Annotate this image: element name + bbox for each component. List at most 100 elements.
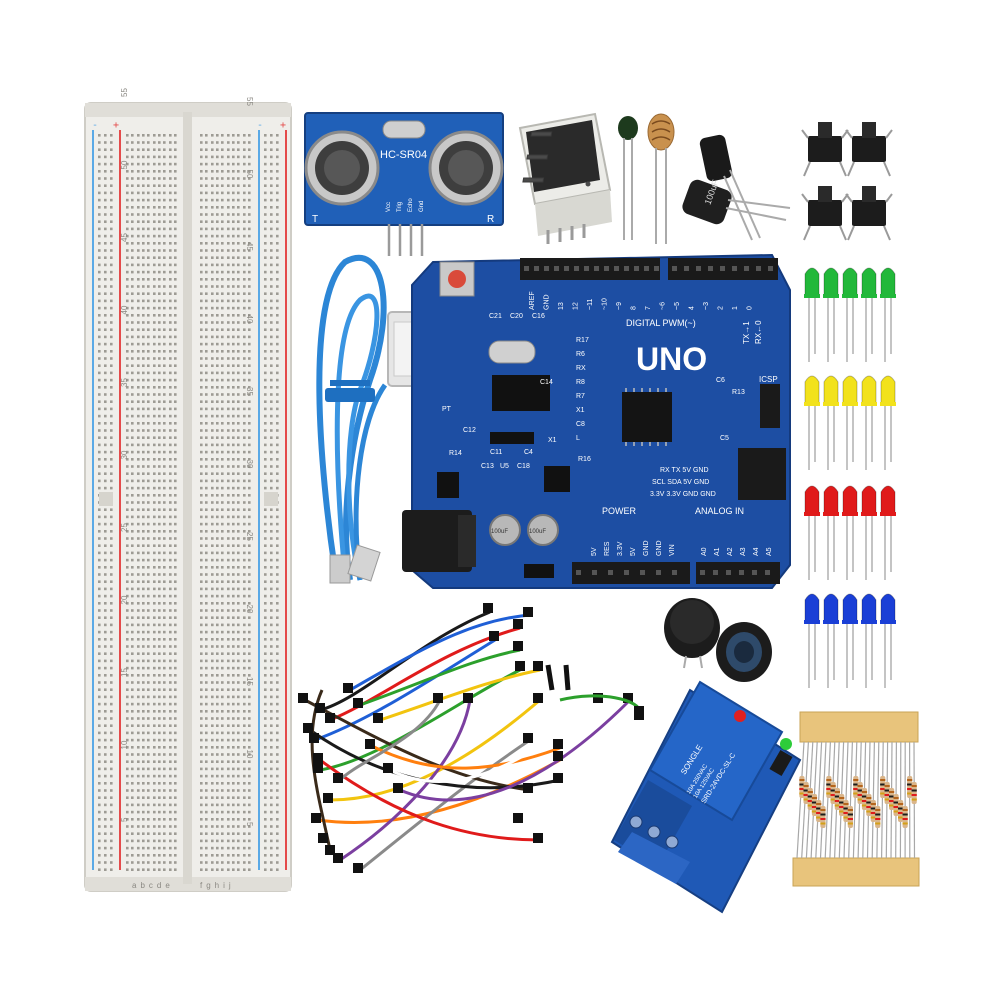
wire-connector bbox=[483, 603, 493, 613]
ultrasonic-sensor: HC-SR04 T R Vcc Trig Echo Gnd bbox=[304, 112, 504, 256]
sensor-t-label: T bbox=[312, 214, 318, 225]
digital-pin-label: 7 bbox=[645, 306, 652, 310]
board-clip bbox=[99, 492, 113, 506]
rail-minus-symbol-right: - bbox=[257, 120, 263, 131]
resistor bbox=[819, 741, 827, 859]
jumper-wire bbox=[339, 699, 472, 862]
resistor bbox=[852, 741, 859, 859]
resistor bbox=[843, 741, 849, 859]
wire-connector bbox=[623, 693, 633, 703]
analog-pin-label: A1 bbox=[714, 547, 721, 556]
digital-pin-label: ~10 bbox=[602, 298, 609, 310]
resistor bbox=[834, 741, 840, 859]
blue-led bbox=[842, 593, 858, 688]
wire-connector bbox=[313, 753, 323, 763]
tactile-button bbox=[845, 186, 893, 241]
resistor bbox=[801, 741, 809, 859]
digital-pin-label: ~3 bbox=[703, 302, 710, 310]
board-cap-label: 100uF bbox=[491, 529, 508, 535]
component-label: C11 bbox=[490, 449, 502, 456]
resistor bbox=[810, 741, 818, 859]
wire-connector bbox=[325, 845, 335, 855]
jumper-wire bbox=[399, 698, 632, 802]
component-label: R7 bbox=[576, 393, 585, 400]
row-number-label: 5 bbox=[245, 822, 254, 827]
component-label: RX bbox=[576, 365, 586, 372]
analog-header bbox=[696, 562, 780, 584]
crystal bbox=[488, 340, 536, 364]
mcu-chip bbox=[622, 392, 672, 442]
row-number-label: 15 bbox=[245, 677, 254, 686]
row-number-label: 20 bbox=[245, 605, 254, 614]
icsp-label: ICSP bbox=[759, 375, 778, 384]
digital-pin-label: 13 bbox=[558, 302, 565, 310]
aux-header bbox=[738, 448, 786, 500]
icsp-header bbox=[760, 384, 780, 428]
wire-connector bbox=[315, 703, 325, 713]
wire-connector bbox=[325, 713, 335, 723]
component-label: PT bbox=[442, 406, 452, 413]
red-led bbox=[861, 485, 877, 580]
digital-pin-label: ~11 bbox=[587, 299, 594, 310]
tactile-button bbox=[801, 186, 849, 241]
center-channel bbox=[183, 112, 192, 884]
jumper-wire bbox=[314, 638, 496, 742]
resistor bbox=[893, 741, 899, 859]
photoresistor bbox=[647, 113, 675, 244]
component-label: C21 bbox=[489, 313, 502, 320]
ground-pad bbox=[524, 564, 554, 578]
power-pin-label: 5V bbox=[630, 547, 637, 556]
jumper-wire bbox=[359, 648, 521, 707]
column-letters-left: abcde bbox=[132, 881, 174, 890]
push-buttons bbox=[801, 122, 893, 241]
board-title: UNO bbox=[636, 341, 707, 377]
blue-led bbox=[880, 593, 896, 688]
resistor bbox=[884, 741, 890, 859]
rail-plus-symbol-right: + bbox=[280, 120, 286, 131]
relay-pins bbox=[769, 749, 793, 777]
resistor bbox=[829, 741, 836, 859]
analog-pin-label: A3 bbox=[740, 547, 747, 556]
relay-led-green bbox=[780, 738, 792, 750]
power-header bbox=[572, 562, 690, 584]
board-clip bbox=[264, 492, 278, 506]
component-label: R6 bbox=[576, 351, 585, 358]
digital-pin-label: 2 bbox=[718, 306, 725, 310]
power-pin-label: 3.3V bbox=[617, 541, 624, 556]
rail-minus-symbol: - bbox=[92, 120, 98, 131]
green-led bbox=[861, 267, 877, 362]
resistor bbox=[880, 741, 886, 859]
blue-led bbox=[804, 593, 820, 688]
wire-connector bbox=[298, 693, 308, 703]
wire-connector bbox=[343, 683, 353, 693]
wire-connector bbox=[311, 813, 321, 823]
row-number-label: 50 bbox=[245, 170, 254, 179]
relay-led-red bbox=[734, 710, 746, 722]
component-label: R16 bbox=[578, 456, 591, 463]
jumper-wire bbox=[319, 610, 491, 712]
wire-connector bbox=[303, 723, 313, 733]
resistor bbox=[861, 741, 868, 859]
jumper-wire bbox=[359, 738, 531, 872]
component-label: C8 bbox=[576, 421, 585, 428]
row-number-label: 30 bbox=[120, 450, 129, 459]
wire-connector bbox=[523, 783, 533, 793]
component-label: C20 bbox=[510, 313, 523, 320]
dc-power-jack bbox=[402, 510, 472, 572]
row-number-label: 15 bbox=[120, 668, 129, 677]
breadboard: - + - + 55101015152020252530303535404045… bbox=[84, 88, 292, 892]
component-label: C16 bbox=[532, 313, 545, 320]
yellow-led bbox=[804, 375, 820, 470]
thermistor bbox=[618, 116, 638, 240]
component-label: R8 bbox=[576, 379, 585, 386]
analog-pin-label: A5 bbox=[766, 547, 773, 556]
tactile-button bbox=[801, 122, 849, 177]
blue-led bbox=[861, 593, 877, 688]
board-capacitor bbox=[527, 514, 559, 546]
row-number-label: 45 bbox=[120, 233, 129, 242]
resistor-pack bbox=[792, 711, 920, 887]
tx-label: TX→1 bbox=[742, 321, 751, 344]
analog-pin-label: A0 bbox=[701, 547, 708, 556]
row-number-label: 30 bbox=[245, 460, 254, 469]
wire-connector bbox=[513, 619, 523, 629]
